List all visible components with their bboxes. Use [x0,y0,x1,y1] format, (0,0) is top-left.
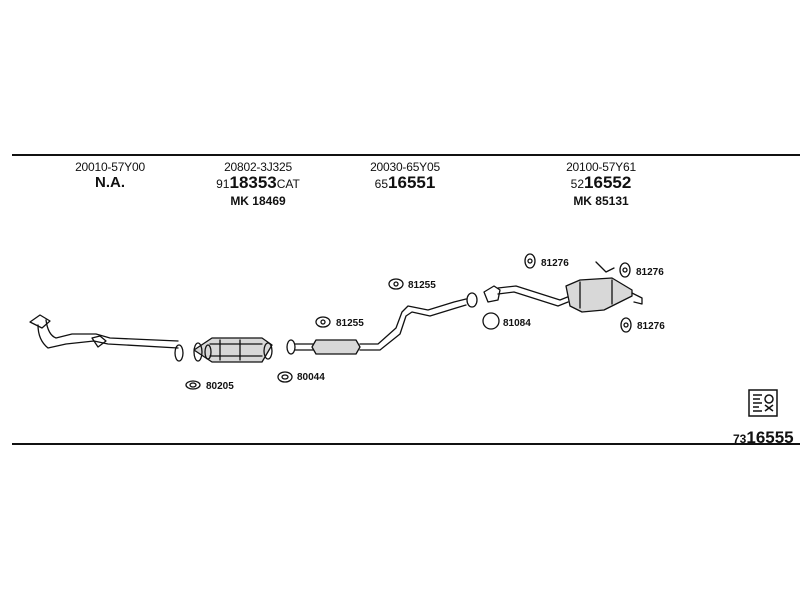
article-number: 5216552 [546,174,656,193]
article-number: 6516551 [350,174,460,193]
article-main: 18353 [229,173,277,192]
ring-80044 [277,371,293,383]
label-81084: 81084 [503,318,531,329]
article-suffix: CAT [276,177,300,191]
ring-81084 [482,312,500,330]
hanger-81276-a [524,253,536,269]
oe-number: 20100-57Y61 [566,160,636,174]
label-81255-a: 81255 [336,318,364,329]
catalytic-converter [193,337,273,363]
document-symbol-icon [748,389,778,417]
rear-silencer [483,261,643,313]
hanger-81255-a [315,316,331,328]
part-column-2: 20802-3J325 9118353CAT MK 18469 [198,160,318,209]
set-number-prefix: 73 [733,432,747,446]
article-main: 16551 [388,173,436,192]
oe-number: 20010-57Y00 [75,160,145,174]
centre-pipe [286,292,478,355]
part-column-3: 20030-65Y05 6516551 [350,160,460,193]
label-81276-c: 81276 [637,321,665,332]
part-column-1: 20010-57Y00 N.A. [60,160,160,192]
article-number: N.A. [60,174,160,192]
mk-number: MK 85131 [573,194,629,208]
article-main: 16552 [584,173,632,192]
top-rule [12,154,800,156]
label-81276-a: 81276 [541,258,569,269]
bottom-rule [12,443,800,445]
part-column-4: 20100-57Y61 5216552 MK 85131 [546,160,656,209]
ring-80205 [185,380,201,390]
label-81276-b: 81276 [636,267,664,278]
hanger-81276-c [620,317,632,333]
label-80044: 80044 [297,372,325,383]
article-prefix: 91 [216,177,230,191]
article-number: 9118353CAT [198,174,318,193]
article-main: N.A. [95,174,125,191]
mk-number: MK 18469 [230,194,286,208]
hanger-81276-b [619,262,631,278]
set-number: 7316555 [733,428,794,448]
hanger-81255-b [388,278,404,290]
article-prefix: 65 [374,177,389,191]
label-80205: 80205 [206,381,234,392]
article-prefix: 52 [570,177,585,191]
oe-number: 20030-65Y05 [370,160,440,174]
set-number-main: 16555 [746,428,794,447]
oe-number: 20802-3J325 [224,160,292,174]
front-pipe [29,314,184,362]
label-81255-b: 81255 [408,280,436,291]
